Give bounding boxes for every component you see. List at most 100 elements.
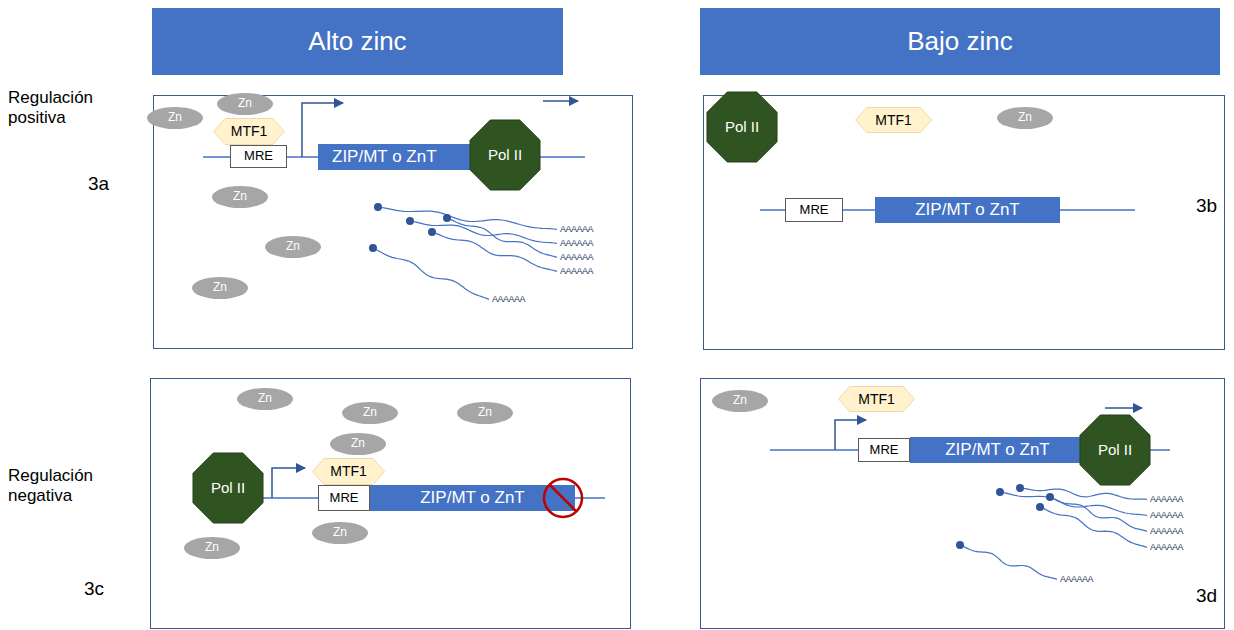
block-symbol	[550, 485, 576, 511]
zinc-ion: Zn	[457, 402, 513, 424]
mrna-strand	[373, 248, 489, 299]
header-band: Alto zinc	[152, 8, 563, 75]
zinc-ion: Zn	[192, 277, 248, 299]
direction-arrow	[543, 100, 578, 102]
node-text: Alto zinc	[308, 27, 406, 57]
node-text: Pol II	[725, 118, 759, 135]
mtf1-factor: MTF1	[838, 386, 915, 412]
node-text: Zn	[258, 392, 272, 406]
header-band: Bajo zinc	[700, 8, 1220, 75]
node-text: MTF1	[231, 123, 268, 139]
mrna-strand	[447, 218, 557, 257]
mrna-strand	[410, 221, 557, 243]
polya-tail: AAAAAA	[560, 224, 593, 235]
pol-ii-enzyme: Pol II	[470, 120, 540, 190]
node-text: Pol II	[488, 146, 522, 163]
polya-tail: AAAAAA	[1150, 494, 1183, 505]
zinc-ion: Zn	[997, 107, 1053, 129]
callout-number: 3d	[1196, 585, 1217, 608]
node-text: MTF1	[330, 463, 367, 479]
node-text: Zn	[205, 541, 219, 555]
node-text: Zn	[333, 526, 347, 540]
transcription-arrow	[272, 468, 305, 498]
zinc-ion: Zn	[312, 522, 368, 544]
node-text: MTF1	[858, 391, 895, 407]
mrna-cap	[1046, 493, 1054, 501]
mrna-cap	[374, 203, 382, 211]
node-text: MRE	[800, 203, 829, 218]
pol-ii-enzyme: Pol II	[193, 453, 263, 523]
zinc-ion: Zn	[212, 186, 268, 208]
mre-element: MRE	[230, 145, 287, 168]
node-text: Zn	[286, 240, 300, 254]
mrna-cap	[996, 488, 1004, 496]
pol-ii-enzyme: Pol II	[707, 92, 777, 162]
panel-frame	[700, 378, 1225, 629]
polya-tail: AAAAAA	[1150, 510, 1183, 521]
mrna-cap	[406, 217, 414, 225]
zinc-ion: Zn	[330, 433, 386, 455]
mrna-strand	[432, 232, 557, 271]
mrna-strand	[960, 545, 1057, 579]
direction-arrow	[1105, 407, 1142, 409]
node-text: MRE	[330, 491, 359, 506]
node-text: Zn	[1018, 111, 1032, 125]
gene-box: ZIP/MT o ZnT	[875, 197, 1060, 223]
mre-element: MRE	[785, 198, 843, 222]
node-text: Pol II	[211, 479, 245, 496]
node-text: Zn	[238, 97, 252, 111]
polya-tail: AAAAAA	[1150, 526, 1183, 537]
polya-tail: AAAAAA	[560, 266, 593, 277]
mrna-cap	[956, 541, 964, 549]
mtf1-factor: MTF1	[855, 107, 932, 133]
node-text: ZIP/MT o ZnT	[915, 200, 1020, 220]
mtf1-factor: MTF1	[213, 118, 285, 145]
block-symbol	[544, 479, 582, 517]
mrna-cap	[443, 214, 451, 222]
zinc-ion: Zn	[217, 93, 273, 115]
zinc-ion: Zn	[184, 537, 240, 559]
node-text: Pol II	[1098, 441, 1132, 458]
node-text: ZIP/MT o ZnT	[332, 147, 437, 167]
callout-number: 3a	[88, 173, 109, 196]
mrna-cap	[1016, 484, 1024, 492]
node-text: MRE	[870, 443, 899, 458]
mre-element: MRE	[858, 438, 910, 462]
pol-ii-enzyme: Pol II	[1080, 415, 1150, 485]
zinc-ion: Zn	[147, 107, 203, 129]
mrna-cap	[1036, 503, 1044, 511]
polya-tail: AAAAAA	[492, 294, 525, 305]
zinc-ion: Zn	[265, 236, 321, 258]
row-label: Regulación negativa	[8, 466, 120, 507]
node-text: Zn	[213, 281, 227, 295]
node-text: Bajo zinc	[907, 27, 1013, 57]
zinc-ion: Zn	[712, 390, 768, 412]
callout-number: 3c	[84, 578, 104, 601]
node-text: Zn	[351, 437, 365, 451]
node-text: ZIP/MT o ZnT	[945, 440, 1050, 460]
node-text: Zn	[233, 190, 247, 204]
node-text: Zn	[168, 111, 182, 125]
mrna-strand	[1050, 497, 1147, 531]
node-text: Zn	[478, 406, 492, 420]
mtf1-factor: MTF1	[312, 458, 385, 485]
mrna-strand	[1040, 507, 1147, 547]
gene-box: ZIP/MT o ZnT	[910, 437, 1085, 463]
mre-element: MRE	[318, 485, 370, 511]
mrna-strand	[1020, 488, 1147, 499]
mrna-cap	[428, 228, 436, 236]
row-label: Regulación positiva	[8, 88, 120, 129]
node-text: MTF1	[875, 112, 912, 128]
callout-number: 3b	[1196, 195, 1217, 218]
node-text: MRE	[244, 149, 273, 164]
zinc-ion: Zn	[237, 388, 293, 410]
mrna-cap	[369, 244, 377, 252]
polya-tail: AAAAAA	[560, 252, 593, 263]
zinc-ion: Zn	[342, 402, 398, 424]
polya-tail: AAAAAA	[560, 238, 593, 249]
polya-tail: AAAAAA	[1150, 542, 1183, 553]
node-text: Zn	[733, 394, 747, 408]
gene-box: ZIP/MT o ZnT	[370, 485, 575, 511]
